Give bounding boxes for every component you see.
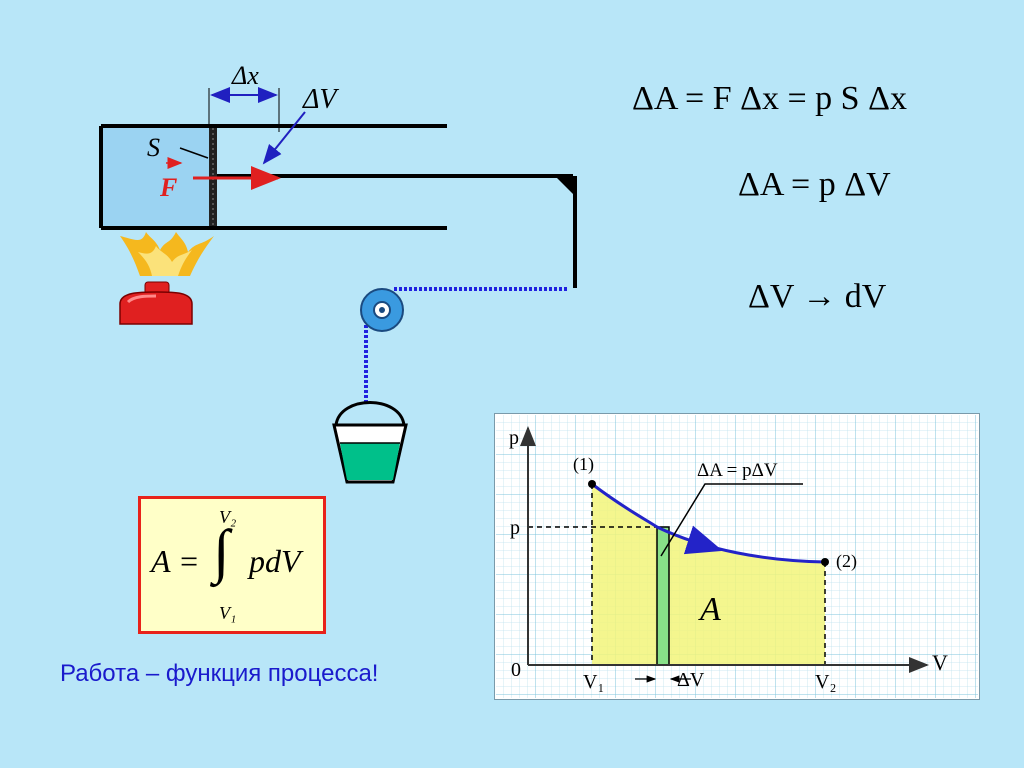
state-point-1 bbox=[588, 480, 596, 488]
gas-region bbox=[101, 126, 211, 228]
work-force-formula: ΔA = F Δx = p S Δx bbox=[632, 80, 907, 117]
y-tick-p: p bbox=[510, 517, 520, 539]
piston-rod bbox=[217, 174, 577, 288]
state-point-2 bbox=[821, 558, 829, 566]
limit-formula: ΔV → dV bbox=[748, 278, 887, 315]
work-volume-formula: ΔA = p ΔV bbox=[738, 166, 891, 203]
curve-direction-arrow bbox=[683, 525, 723, 555]
integral-lower-limit: V₁ bbox=[219, 603, 237, 623]
force-label: F bbox=[159, 173, 177, 202]
integral-upper-limit: V₂ bbox=[219, 507, 237, 527]
integral-lhs: A = bbox=[151, 543, 200, 579]
pulley bbox=[360, 288, 404, 332]
strip-width-label: ΔV bbox=[677, 669, 705, 691]
x-axis-label: V bbox=[932, 650, 948, 675]
x-tick-v2: V₂ bbox=[815, 671, 836, 693]
work-area bbox=[592, 484, 825, 665]
integral-rhs: pdV bbox=[249, 543, 301, 579]
integral-sign: ∫ bbox=[213, 518, 230, 584]
delta-v-pointer bbox=[262, 111, 306, 165]
strip-annotation: ΔA = pΔV bbox=[697, 460, 778, 481]
pv-chart: (1) (2) pVp 0V₁ V₂ ΔV ΔA = pΔV A bbox=[496, 415, 978, 698]
integral-formula-box: A = ∫ V₂ V₁ pdV bbox=[138, 496, 326, 634]
process-curve bbox=[591, 482, 826, 564]
x-tick-origin: 0 bbox=[511, 659, 521, 681]
burner bbox=[119, 281, 193, 325]
state-label-1: (1) bbox=[573, 454, 594, 475]
flame bbox=[120, 232, 214, 276]
annotation-leader bbox=[660, 483, 803, 557]
bucket bbox=[332, 401, 408, 484]
x-tick-v1: V₁ bbox=[583, 671, 604, 693]
state-label-2: (2) bbox=[836, 551, 857, 572]
cylinder bbox=[99, 124, 447, 230]
area-label: S bbox=[147, 133, 160, 162]
delta-v-label: ΔV bbox=[302, 84, 339, 115]
caption: Работа – функция процесса! bbox=[60, 660, 379, 687]
area-label-a: A bbox=[698, 591, 721, 628]
y-axis-label: p bbox=[509, 427, 519, 449]
delta-x-label: Δx bbox=[231, 61, 259, 90]
delta-v-strip bbox=[656, 526, 670, 666]
